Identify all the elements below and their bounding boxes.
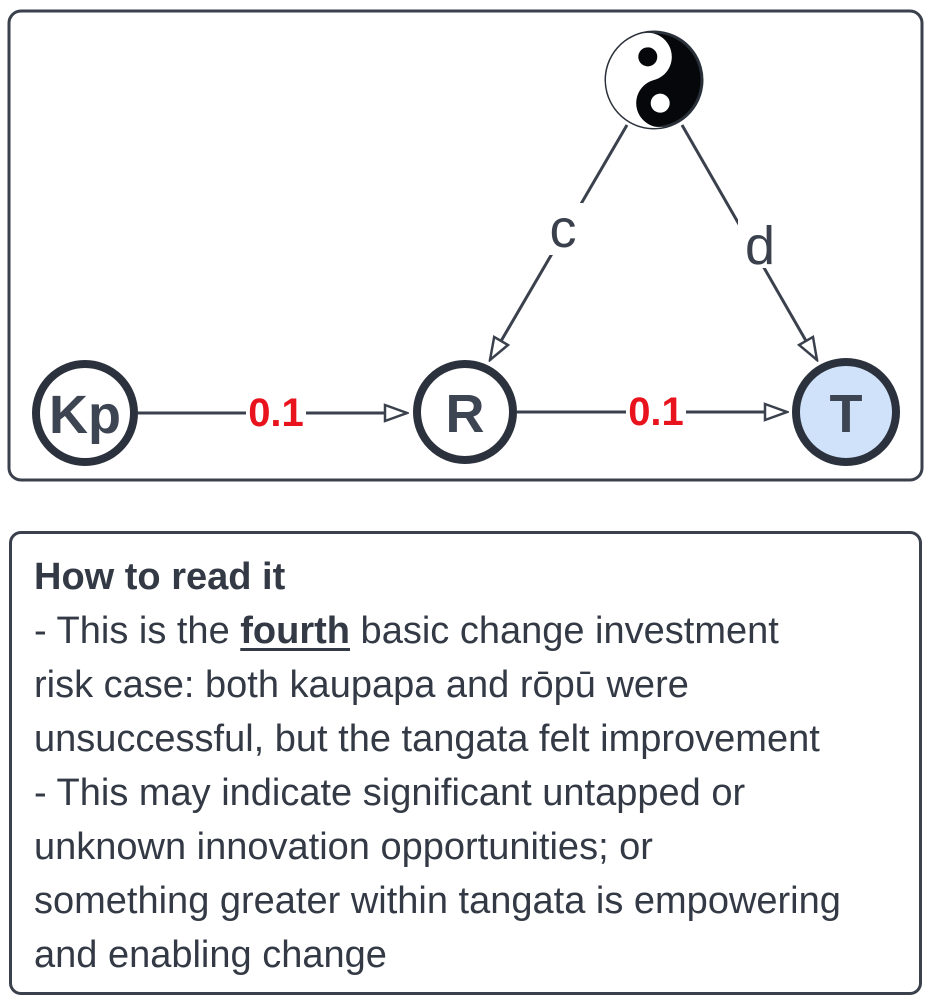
note-body: - This is the fourth basic change invest… xyxy=(34,604,905,982)
note-title: How to read it xyxy=(34,556,286,598)
note-line: - This may indicate significant untapped… xyxy=(34,772,746,814)
yin-yang-icon xyxy=(604,30,704,130)
diagram-panel xyxy=(7,9,924,482)
edge-label-bg xyxy=(246,392,306,434)
edge-label-bg xyxy=(626,391,686,433)
node-kaupapa-label: Kp xyxy=(49,385,121,445)
edge-duality-to-t: d xyxy=(680,124,817,360)
edge-label-bg xyxy=(738,212,782,268)
edge-weight-r-t: 0.1 xyxy=(628,390,684,434)
edge-weight-kp-r: 0.1 xyxy=(248,391,304,435)
edge-label-d: d xyxy=(745,216,775,276)
note-line: something greater within tangata is empo… xyxy=(34,880,841,922)
edge-label-bg xyxy=(543,203,583,255)
node-kaupapa: Kp xyxy=(32,360,138,466)
yin-dot xyxy=(638,47,658,67)
note-line: unknown innovation opportunities; or xyxy=(34,826,653,868)
edge-kp-to-r: 0.1 xyxy=(138,391,407,435)
note-line: risk case: both kaupapa and rōpū were xyxy=(34,664,689,706)
edge-r-to-t: 0.1 xyxy=(517,390,787,434)
note-line: unsuccessful, but the tangata felt impro… xyxy=(34,718,820,760)
how-to-read-panel: How to read it - This is the fourth basi… xyxy=(9,531,922,995)
change-risk-diagram: c d 0.1 0.1 Kp xyxy=(7,9,924,482)
note-line: - This is the fourth basic change invest… xyxy=(34,610,779,652)
node-tangata: T xyxy=(792,358,900,466)
note-line: and enabling change xyxy=(34,934,387,976)
node-tangata-label: T xyxy=(830,384,863,444)
edge-label-c: c xyxy=(550,199,577,259)
node-ropu-label: R xyxy=(446,384,485,444)
node-ropu: R xyxy=(413,360,517,464)
edge-duality-to-r: c xyxy=(490,124,629,360)
yang-dot xyxy=(650,93,670,113)
